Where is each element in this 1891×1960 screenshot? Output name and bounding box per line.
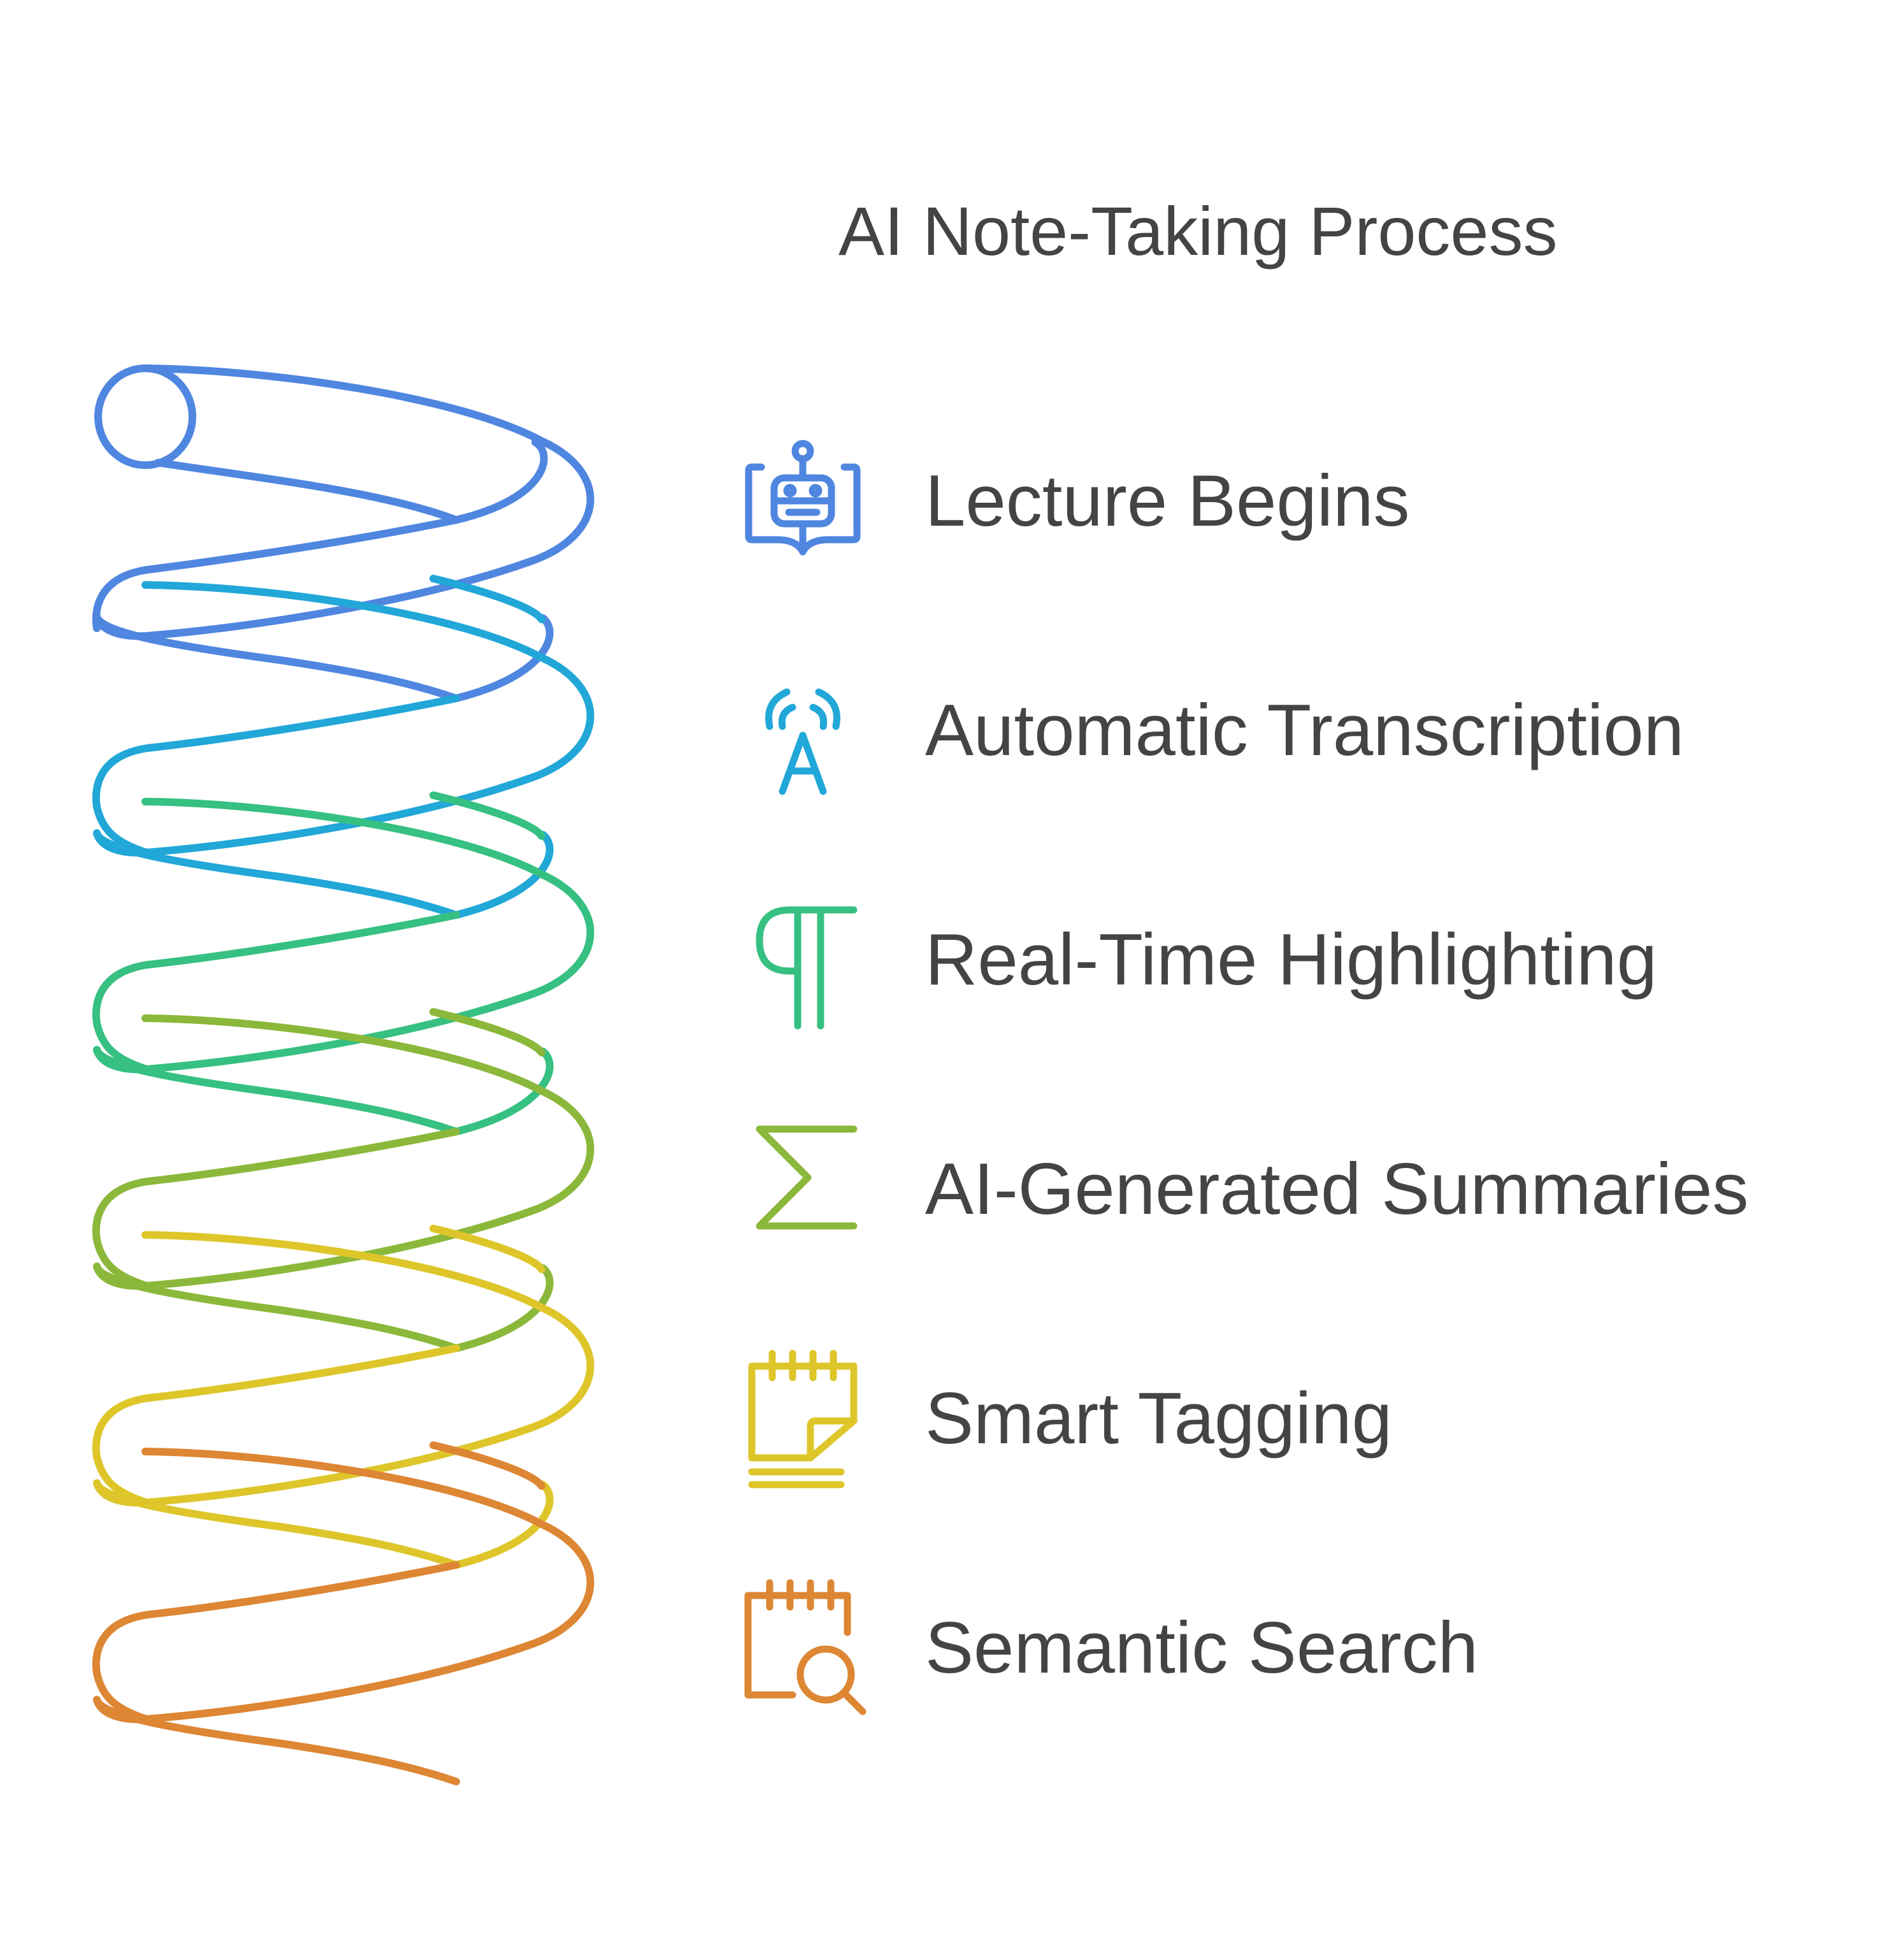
spring-link-4 — [92, 1344, 460, 1506]
spring-coil-back-2 — [93, 830, 460, 919]
spring-coil-back-1 — [93, 613, 460, 702]
pilcrow-icon — [726, 886, 879, 1039]
step-label-ai-generated-summaries: AI-Generated Summaries — [925, 1149, 1749, 1230]
voice-to-text-icon — [726, 656, 879, 809]
spring-coil-back-4 — [93, 1263, 460, 1352]
spring-top-link — [92, 516, 460, 632]
robot-book-icon — [726, 427, 879, 580]
spring-link-1 — [92, 695, 460, 856]
spring-open-end — [94, 364, 196, 469]
spring-crossing-5 — [429, 1225, 545, 1273]
spring-crossing-4 — [429, 1008, 545, 1056]
spring-link-2 — [92, 911, 460, 1073]
spring-crossing-3 — [429, 791, 545, 840]
spring-coil-back-6 — [93, 1696, 460, 1785]
step-label-automatic-transcription: Automatic Transcription — [925, 690, 1685, 771]
diagram-title: AI Note-Taking Process — [838, 192, 1558, 270]
step-label-real-time-highlighting: Real-Time Highlighting — [925, 919, 1657, 1000]
spring-coil-back-3 — [93, 1046, 460, 1135]
spring-coil-back-5 — [93, 1480, 460, 1569]
calendar-search-icon — [726, 1574, 879, 1727]
spring-top-turn — [154, 438, 548, 524]
spring-link-5 — [92, 1561, 460, 1723]
sticky-note-icon — [726, 1344, 879, 1497]
spring-crossing-6 — [429, 1441, 545, 1490]
sigma-icon — [726, 1115, 879, 1268]
step-label-lecture-begins: Lecture Begins — [925, 461, 1410, 542]
step-label-smart-tagging: Smart Tagging — [925, 1378, 1392, 1459]
step-label-semantic-search: Semantic Search — [925, 1608, 1479, 1689]
spring-crossing-2 — [429, 575, 545, 623]
spring-link-3 — [92, 1128, 460, 1290]
spring-coil-front-1 — [92, 364, 594, 640]
